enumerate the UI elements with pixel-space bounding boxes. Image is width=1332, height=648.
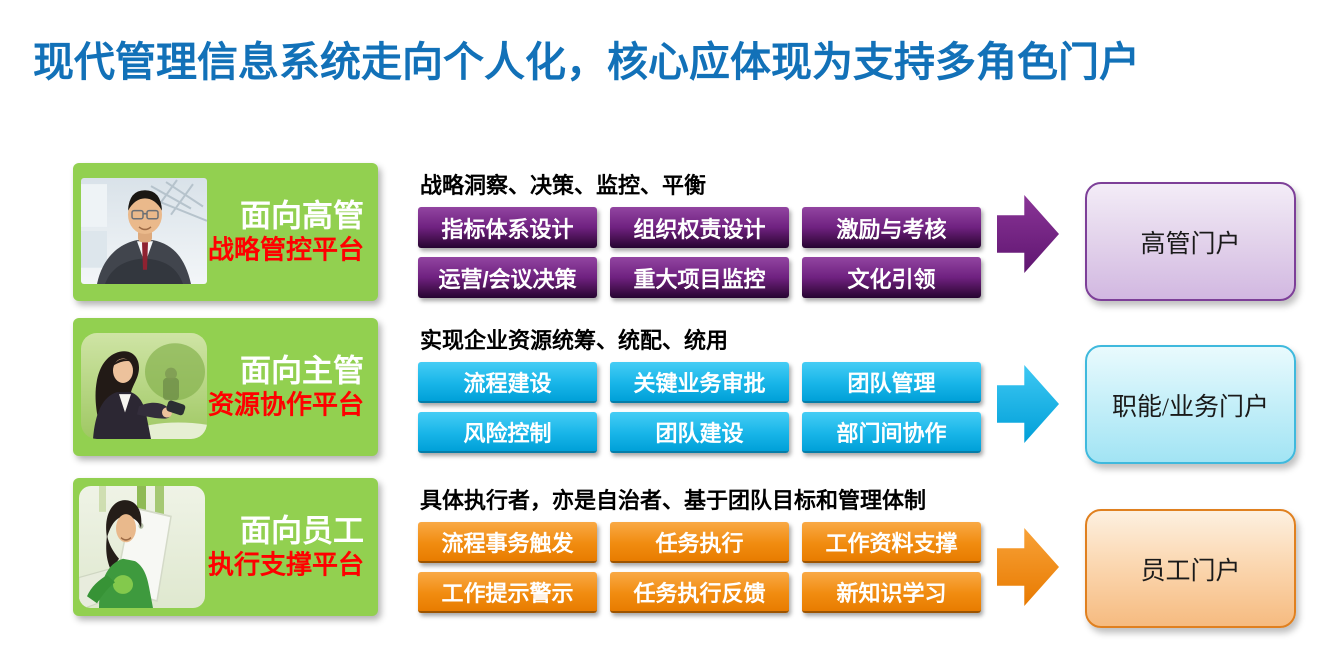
capability-chip: 重大项目监控 xyxy=(610,257,789,298)
capability-grid-manager: 流程建设 关键业务审批 团队管理 风险控制 团队建设 部门间协作 xyxy=(418,362,981,453)
portal-box-executive: 高管门户 xyxy=(1085,182,1296,301)
capability-chip: 工作资料支撑 xyxy=(802,522,981,563)
slide-title: 现代管理信息系统走向个人化，核心应体现为支持多角色门户 xyxy=(33,39,1140,85)
capability-chip: 流程事务触发 xyxy=(418,522,597,563)
capability-chip: 组织权责设计 xyxy=(610,207,789,248)
capability-chip: 指标体系设计 xyxy=(418,207,597,248)
capability-chip: 工作提示警示 xyxy=(418,572,597,613)
capability-grid-executive: 指标体系设计 组织权责设计 激励与考核 运营/会议决策 重大项目监控 文化引领 xyxy=(418,207,981,298)
audience-label: 面向员工 xyxy=(240,513,364,549)
capability-chip: 关键业务审批 xyxy=(610,362,789,403)
capability-chip: 团队建设 xyxy=(610,412,789,453)
card-labels-manager: 面向主管 资源协作平台 xyxy=(208,354,364,421)
manager-woman-photo-illustration xyxy=(81,333,207,439)
card-labels-executive: 面向高管 战略管控平台 xyxy=(208,199,364,266)
capability-chip: 任务执行 xyxy=(610,522,789,563)
employee-man-photo xyxy=(79,486,205,608)
capability-chip: 任务执行反馈 xyxy=(610,572,789,613)
manager-woman-photo xyxy=(81,333,207,439)
portal-box-employee: 员工门户 xyxy=(1085,509,1296,628)
row-employee: 面向员工 执行支撑平台 具体执行者，亦是自治者、基于团队目标和管理体制 流程事务… xyxy=(0,478,1332,628)
row-executive: 面向高管 战略管控平台 战略洞察、决策、监控、平衡 指标体系设计 组织权责设计 … xyxy=(0,163,1332,305)
employee-man-photo-illustration xyxy=(79,486,205,608)
executive-man-photo-illustration xyxy=(81,178,207,284)
platform-label: 资源协作平台 xyxy=(207,389,364,420)
portal-box-function-business: 职能/业务门户 xyxy=(1085,345,1296,464)
capability-chip: 部门间协作 xyxy=(802,412,981,453)
audience-card-executive: 面向高管 战略管控平台 xyxy=(73,163,378,301)
capability-chip: 流程建设 xyxy=(418,362,597,403)
audience-label: 面向高管 xyxy=(240,198,364,234)
platform-label: 战略管控平台 xyxy=(207,234,364,265)
audience-card-manager: 面向主管 资源协作平台 xyxy=(73,318,378,456)
right-arrow-icon xyxy=(997,195,1059,273)
capability-header: 实现企业资源统筹、统配、统用 xyxy=(420,328,729,353)
capability-header: 具体执行者，亦是自治者、基于团队目标和管理体制 xyxy=(420,488,927,513)
capability-chip: 激励与考核 xyxy=(802,207,981,248)
card-labels-employee: 面向员工 执行支撑平台 xyxy=(208,514,364,581)
platform-label: 执行支撑平台 xyxy=(207,549,364,580)
capability-chip: 运营/会议决策 xyxy=(418,257,597,298)
capability-chip: 新知识学习 xyxy=(802,572,981,613)
row-manager: 面向主管 资源协作平台 实现企业资源统筹、统配、统用 流程建设 关键业务审批 团… xyxy=(0,318,1332,464)
capability-chip: 风险控制 xyxy=(418,412,597,453)
capability-chip: 团队管理 xyxy=(802,362,981,403)
audience-label: 面向主管 xyxy=(240,353,364,389)
capability-grid-employee: 流程事务触发 任务执行 工作资料支撑 工作提示警示 任务执行反馈 新知识学习 xyxy=(418,522,981,613)
capability-header: 战略洞察、决策、监控、平衡 xyxy=(420,173,707,198)
capability-chip: 文化引领 xyxy=(802,257,981,298)
right-arrow-icon xyxy=(997,365,1059,443)
audience-card-employee: 面向员工 执行支撑平台 xyxy=(73,478,378,616)
executive-man-photo xyxy=(81,178,207,284)
right-arrow-icon xyxy=(997,528,1059,606)
